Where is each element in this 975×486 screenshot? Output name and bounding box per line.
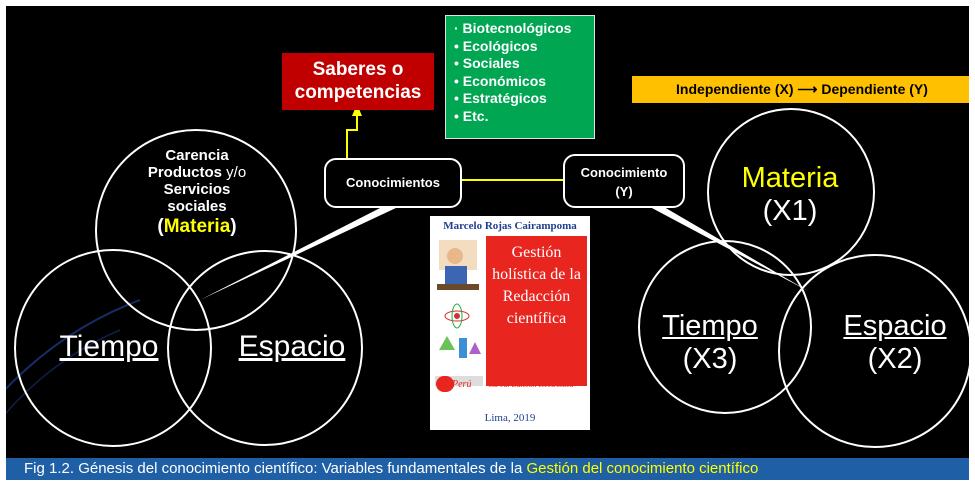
types-list-box: · Biotecnológicos • Ecológicos • Sociale… xyxy=(445,15,595,139)
paren-close: ) xyxy=(230,216,237,237)
saberes-box: Saberes o competencias xyxy=(282,53,434,110)
book-title-line: holística de la xyxy=(492,266,581,283)
list-item: • Económicos xyxy=(454,72,547,89)
left-espacio-label: Espacio xyxy=(238,330,346,363)
dependent-label: Dependiente (Y) xyxy=(821,81,928,97)
left-materia-text: Carencia Productos y/o Servicios sociale… xyxy=(112,147,282,239)
background-swirl xyxy=(0,329,121,421)
connector-to-saberes xyxy=(346,114,358,158)
saberes-line-2: competencias xyxy=(294,82,422,103)
conocimiento-label: Conocimiento xyxy=(580,165,668,180)
right-materia-label: Materia xyxy=(741,162,839,194)
independent-label: Independiente (X) xyxy=(676,81,794,97)
list-item: · Biotecnológicos xyxy=(454,20,572,36)
book-place: Lima, 2019 xyxy=(484,412,536,424)
right-tiempo-text: Tiempo (X3) xyxy=(650,310,770,376)
yo-label: y/o xyxy=(226,164,247,181)
left-espacio-circle xyxy=(167,250,363,446)
left-tiempo-label: Tiempo xyxy=(59,330,159,363)
right-materia-circle xyxy=(707,108,875,276)
right-tiempo-label: Tiempo xyxy=(662,310,758,342)
caption-prefix: Fig 1.2. Génesis del conocimiento cientí… xyxy=(24,460,527,477)
book-author: Marcelo Rojas Cairampoma xyxy=(443,220,577,232)
right-espacio-label: Espacio xyxy=(843,310,947,342)
list-item: • Estratégicos xyxy=(454,90,547,106)
arrow-head-icon xyxy=(352,104,362,116)
book-edition: 6ta ed. Edición electrónica xyxy=(488,380,574,389)
left-tiempo-circle xyxy=(14,249,212,447)
conocimientos-callout: Conocimientos xyxy=(324,158,462,208)
variables-box: Independiente (X) ⟶ Dependiente (Y) xyxy=(632,76,972,103)
x1-label: (X1) xyxy=(762,195,818,227)
saberes-line-1: Saberes o xyxy=(312,59,404,80)
peru-logo-text: Perú xyxy=(452,379,472,390)
servicios-label: Servicios xyxy=(163,181,231,198)
book-cover: Marcelo Rojas Cairampoma Gestión holísti… xyxy=(430,216,590,430)
materia-label: Materia xyxy=(163,216,231,237)
book-title: Gestión holística de la Redacción cientí… xyxy=(486,236,587,330)
paren-open: ( xyxy=(157,216,164,237)
book-illustration-icon xyxy=(435,240,483,386)
right-espacio-text: Espacio (X2) xyxy=(825,310,965,376)
peru-logo-icon xyxy=(436,376,454,392)
right-tiempo-circle xyxy=(638,240,812,414)
callout-pointer-left xyxy=(200,207,398,300)
figure-caption: Fig 1.2. Génesis del conocimiento cientí… xyxy=(6,458,969,480)
callout-pointer-right xyxy=(650,207,808,291)
caption-highlight: Gestión del conocimiento científico xyxy=(526,460,759,477)
right-materia-text: Materia (X1) xyxy=(730,162,850,228)
background-swirl xyxy=(0,299,141,396)
book-title-panel: Gestión holística de la Redacción cientí… xyxy=(486,236,587,386)
y-label: (Y) xyxy=(615,184,633,199)
x2-label: (X2) xyxy=(867,343,923,375)
book-title-line: científica xyxy=(506,310,567,327)
x3-label: (X3) xyxy=(682,343,738,375)
book-title-line: Gestión xyxy=(511,244,562,261)
conocimiento-y-callout: Conocimiento (Y) xyxy=(563,154,685,208)
list-item: • Sociales xyxy=(454,55,520,71)
arrow-right-icon: ⟶ xyxy=(797,81,818,97)
left-materia-circle xyxy=(95,129,297,331)
productos-label: Productos xyxy=(147,164,222,181)
book-title-line: Redacción xyxy=(502,288,571,305)
list-item: • Ecológicos xyxy=(454,37,538,54)
carencia-label: Carencia xyxy=(165,147,229,164)
conocimientos-label: Conocimientos xyxy=(346,175,440,190)
list-item: • Etc. xyxy=(454,107,489,124)
sociales-label: sociales xyxy=(167,198,227,215)
